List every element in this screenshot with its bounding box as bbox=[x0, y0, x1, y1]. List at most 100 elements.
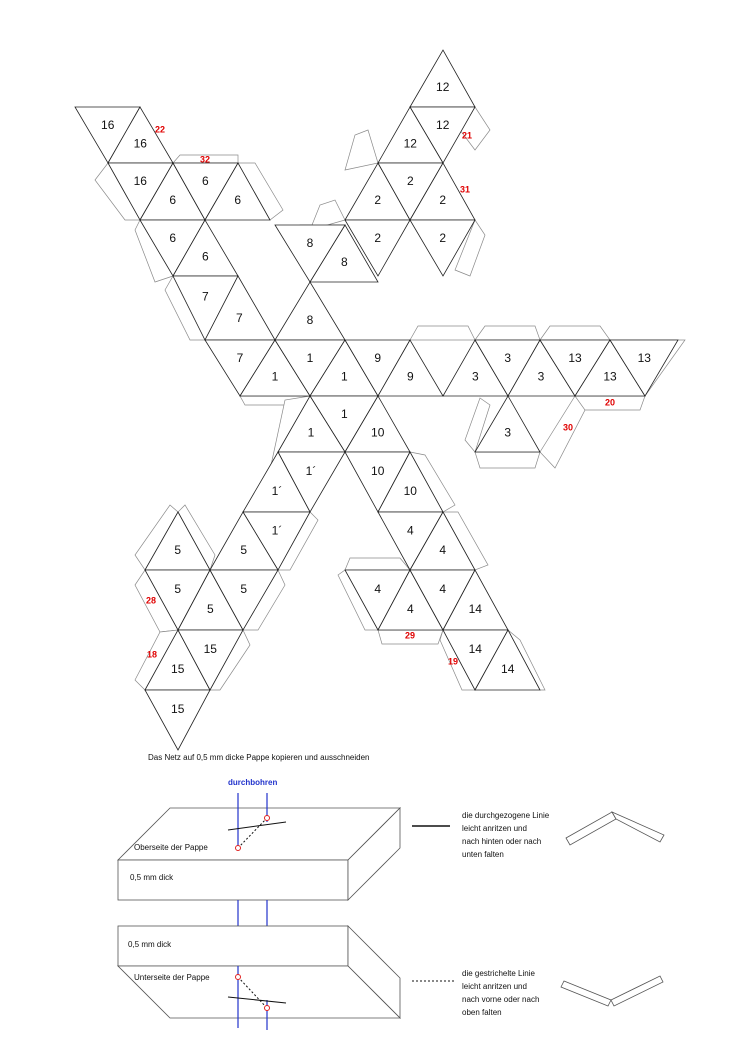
face-number: 7 bbox=[237, 351, 244, 365]
bottom-side-label: Unterseite der Pappe bbox=[134, 973, 210, 982]
glue-tab bbox=[474, 325, 541, 341]
top-side-label: Oberseite der Pappe bbox=[134, 843, 208, 852]
face-triangle bbox=[274, 281, 346, 341]
fold-dash-bottom bbox=[237, 976, 268, 1009]
glue-tab bbox=[344, 129, 379, 171]
face-number: 1 bbox=[341, 369, 348, 383]
thickness-label-top: 0,5 mm dick bbox=[130, 873, 174, 882]
face-number: 3 bbox=[504, 351, 511, 365]
face-number: 4 bbox=[407, 523, 414, 537]
tab-number: 21 bbox=[462, 130, 472, 140]
face-triangles bbox=[74, 49, 679, 751]
face-number: 5 bbox=[240, 543, 247, 557]
drill-hole-top-left bbox=[235, 845, 241, 851]
tab-number: 29 bbox=[405, 630, 415, 640]
face-number: 5 bbox=[207, 602, 214, 616]
face-number: 13 bbox=[568, 351, 582, 365]
face-number: 10 bbox=[404, 484, 418, 498]
glue-tab bbox=[474, 451, 541, 469]
mountain-fold-illustration-left bbox=[560, 980, 612, 1007]
face-number: 14 bbox=[469, 602, 483, 616]
tab-number: 30 bbox=[563, 422, 573, 432]
top-board-front-face bbox=[117, 859, 349, 901]
legend-dashed-line-1: die gestrichelte Linie bbox=[462, 969, 535, 978]
face-number: 7 bbox=[202, 289, 209, 303]
face-triangle bbox=[274, 224, 346, 283]
face-triangle bbox=[409, 219, 476, 277]
thickness-label-bottom: 0,5 mm dick bbox=[128, 940, 172, 949]
legend-solid-line-1: die durchgezogene Linie bbox=[462, 811, 550, 820]
face-number: 5 bbox=[240, 582, 247, 596]
fold-dash-top bbox=[237, 817, 268, 849]
face-number: 15 bbox=[204, 642, 218, 656]
fold-line-top bbox=[227, 821, 287, 831]
face-number: 8 bbox=[341, 255, 348, 269]
valley-fold-illustration-left bbox=[565, 811, 617, 846]
mountain-fold-illustration-right bbox=[610, 975, 664, 1007]
face-number: 2 bbox=[439, 231, 446, 245]
drill-hole-bottom-right bbox=[264, 1005, 270, 1011]
face-number: 4 bbox=[407, 602, 414, 616]
face-number: 16 bbox=[134, 174, 148, 188]
face-triangle bbox=[209, 569, 279, 631]
face-number: 9 bbox=[374, 351, 381, 365]
face-number: 5 bbox=[174, 582, 181, 596]
drill-label: durchbohren bbox=[228, 778, 277, 787]
face-number: 12 bbox=[436, 80, 450, 94]
bottom-board-bottom-face bbox=[117, 965, 401, 1019]
legend-solid-line-3: nach hinten oder nach bbox=[462, 837, 541, 846]
tab-number: 22 bbox=[155, 124, 165, 134]
face-number: 6 bbox=[202, 174, 209, 188]
face-number: 4 bbox=[374, 582, 381, 596]
legend-solid-line-2: leicht anritzen und bbox=[462, 824, 527, 833]
face-number: 6 bbox=[234, 193, 241, 207]
face-number: 1´ bbox=[272, 523, 283, 537]
face-number: 6 bbox=[169, 193, 176, 207]
face-number: 1´ bbox=[306, 464, 317, 478]
face-number: 14 bbox=[469, 642, 483, 656]
tab-number: 20 bbox=[605, 397, 615, 407]
face-number: 14 bbox=[501, 662, 515, 676]
drill-hole-top-right bbox=[264, 815, 270, 821]
tab-number: 32 bbox=[200, 154, 210, 164]
tab-number: 31 bbox=[460, 184, 470, 194]
tab-number: 19 bbox=[448, 656, 458, 666]
instruction-text: Das Netz auf 0,5 mm dicke Pappe kopieren… bbox=[148, 753, 369, 762]
face-number: 1 bbox=[308, 425, 315, 439]
face-number: 4 bbox=[439, 543, 446, 557]
glue-tab bbox=[454, 219, 486, 277]
legend-dashed-line-4: oben falten bbox=[462, 1008, 502, 1017]
face-number: 3 bbox=[504, 425, 511, 439]
face-number: 1 bbox=[341, 407, 348, 421]
fold-line-bottom bbox=[227, 996, 287, 1004]
face-number: 16 bbox=[101, 118, 115, 132]
top-board-side-face bbox=[347, 807, 401, 901]
face-number: 10 bbox=[371, 425, 385, 439]
legend-solid-line-4: unten falten bbox=[462, 850, 504, 859]
face-number: 2 bbox=[374, 193, 381, 207]
tab-number: 18 bbox=[147, 649, 157, 659]
face-triangle bbox=[474, 395, 541, 453]
face-number: 8 bbox=[307, 313, 314, 327]
face-number: 15 bbox=[171, 702, 185, 716]
tab-number: 28 bbox=[146, 595, 156, 605]
face-number: 3 bbox=[472, 369, 479, 383]
legend-solid-text: die durchgezogene Linie leicht anritzen … bbox=[462, 811, 551, 859]
valley-fold-illustration-right bbox=[611, 811, 665, 843]
face-triangle bbox=[377, 339, 444, 397]
face-number: 2 bbox=[374, 231, 381, 245]
face-number: 16 bbox=[134, 136, 148, 150]
glue-tab bbox=[344, 557, 411, 571]
legend-dashed-line-3: nach vorne oder nach bbox=[462, 995, 539, 1004]
face-number: 1 bbox=[272, 369, 279, 383]
face-triangle bbox=[204, 162, 271, 221]
legend-dashed-line-2: leicht anritzen und bbox=[462, 982, 527, 991]
face-triangle bbox=[409, 49, 476, 108]
face-number: 3 bbox=[538, 369, 545, 383]
face-number: 2 bbox=[439, 193, 446, 207]
face-triangle bbox=[144, 689, 211, 751]
face-triangle bbox=[177, 629, 244, 691]
